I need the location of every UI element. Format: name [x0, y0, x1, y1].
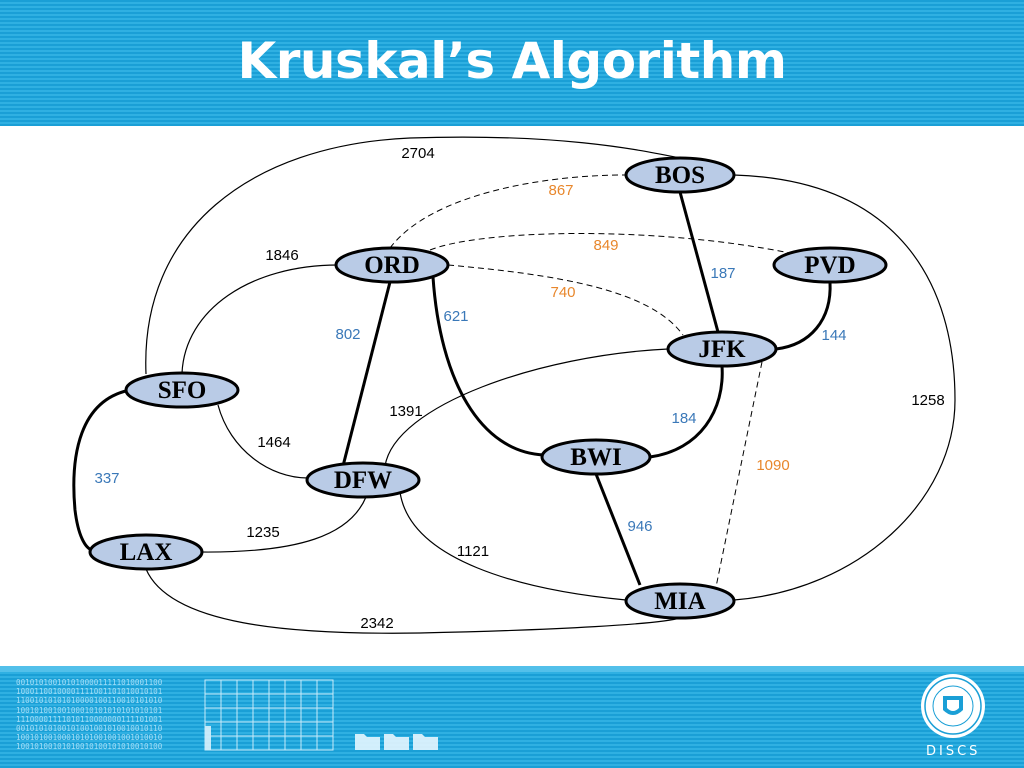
- edge-weight-label: 867: [548, 182, 573, 199]
- edge-sfo-bos: [145, 136, 681, 375]
- binary-line: 10010100100100010101010101010101: [16, 705, 163, 715]
- binary-line: 11100001111010110000000111101001: [16, 714, 163, 724]
- node-label: ORD: [364, 252, 420, 279]
- node-ellipse: [540, 438, 652, 476]
- node-jfk: JFK: [666, 330, 778, 368]
- node-dfw: DFW: [305, 461, 421, 499]
- edge-dfw-mia: [399, 491, 627, 601]
- edge-weight-label: 1235: [246, 524, 279, 541]
- edge-ord-bwi: [431, 276, 545, 457]
- node-label: DFW: [334, 467, 392, 494]
- edge-weight-label: 849: [593, 237, 618, 254]
- edge-weight-label: 2342: [360, 615, 393, 632]
- edge-pvd-jfk: [775, 281, 832, 351]
- slide-title: Kruskal’s Algorithm: [237, 32, 787, 90]
- node-label: PVD: [804, 252, 855, 279]
- node-label: BWI: [570, 444, 621, 471]
- edge-weight-label: 187: [710, 265, 735, 282]
- binary-line: 10010100100010101001001001010010: [16, 733, 163, 743]
- edge-weight-label: 2704: [401, 145, 434, 162]
- node-ellipse: [772, 246, 888, 284]
- footer-art: [204, 674, 985, 751]
- edge-weights: 2704 867 849 740 1846 187 144 802 621 184 1391 1258…: [94, 145, 944, 632]
- edge-weight-label: 946: [627, 518, 652, 535]
- logo-text: DISCS: [926, 744, 981, 759]
- node-pvd: PVD: [772, 246, 888, 284]
- node-label: BOS: [655, 162, 705, 189]
- edge-jfk-bwi: [649, 365, 724, 459]
- node-label: SFO: [158, 377, 207, 404]
- edge-sfo-dfw: [217, 404, 309, 479]
- graph-nodes: BOS ORD PVD JFK SFO BWI DFW LAX MIA: [88, 156, 888, 620]
- edge-weight-label: 1391: [389, 403, 422, 420]
- node-ord: ORD: [334, 246, 450, 284]
- node-ellipse: [666, 330, 778, 368]
- edge-ord-jfk: [447, 264, 684, 336]
- node-lax: LAX: [88, 533, 204, 571]
- edge-weight-label: 144: [821, 327, 846, 344]
- graph-edges: [72, 136, 956, 634]
- node-label: LAX: [120, 539, 173, 566]
- edge-lax-dfw: [199, 496, 367, 553]
- edge-weight-label: 802: [335, 326, 360, 343]
- binary-line: 10010100101010010100101010010100: [16, 742, 163, 752]
- edge-weight-label: 1258: [911, 392, 944, 409]
- node-ellipse: [124, 371, 240, 409]
- edge-weight-label: 1121: [457, 543, 489, 560]
- slide-header: Kruskal’s Algorithm: [0, 0, 1024, 126]
- node-ellipse: [624, 156, 736, 194]
- node-ellipse: [334, 246, 450, 284]
- node-ellipse: [624, 582, 736, 620]
- edge-weight-label: 740: [550, 284, 575, 301]
- edge-ord-bos: [389, 174, 627, 249]
- edge-ord-dfw: [341, 281, 392, 467]
- edge-weight-label: 1464: [257, 434, 290, 451]
- edge-bos-mia: [733, 174, 956, 601]
- node-label: JFK: [698, 336, 746, 363]
- node-bwi: BWI: [540, 438, 652, 476]
- edge-bwi-mia: [594, 473, 642, 586]
- edge-lax-mia: [145, 568, 681, 634]
- node-mia: MIA: [624, 582, 736, 620]
- folder-icons: [355, 734, 438, 750]
- binary-line: 00101010010101000011111010001100: [16, 678, 163, 687]
- binary-line: 00101010100101001001010010010110: [16, 724, 163, 734]
- edge-bos-jfk: [678, 191, 720, 333]
- edge-weight-label: 621: [443, 308, 468, 325]
- footer-divider: [0, 666, 1024, 672]
- node-ellipse: [88, 533, 204, 571]
- node-bos: BOS: [624, 156, 736, 194]
- node-ellipse: [305, 461, 421, 499]
- edge-weight-label: 1090: [756, 457, 789, 474]
- edge-sfo-ord: [181, 264, 339, 374]
- grid-chart-icon: [204, 679, 334, 751]
- node-sfo: SFO: [124, 371, 240, 409]
- edge-dfw-jfk: [384, 348, 669, 467]
- edge-sfo-lax: [72, 388, 131, 552]
- binary-line: 10001100100001111001101010010101: [16, 687, 163, 697]
- node-label: MIA: [654, 588, 705, 615]
- edge-weight-label: 337: [94, 470, 119, 487]
- edge-weight-label: 1846: [265, 247, 298, 264]
- university-seal-icon: [921, 674, 985, 738]
- binary-line: 11001010101010000100110010101010: [16, 696, 163, 706]
- edge-weight-label: 184: [671, 410, 696, 427]
- edge-ord-pvd: [429, 233, 791, 254]
- edge-jfk-mia: [715, 361, 763, 588]
